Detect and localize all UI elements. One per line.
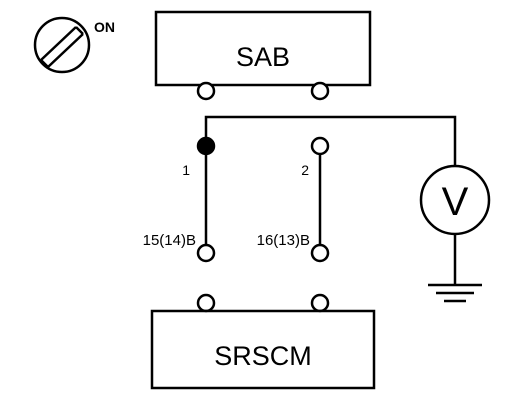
- sab-terminal-left: [196, 81, 216, 101]
- sab-terminal-right: [310, 81, 330, 101]
- pin-1-label: 1: [182, 162, 190, 178]
- srscm-box: [150, 309, 376, 390]
- wire-left-label: 15(14)B: [143, 232, 196, 249]
- srscm-terminal-left: [196, 293, 216, 313]
- pin-1-connector: [196, 136, 216, 156]
- pin-2-label: 2: [301, 162, 309, 178]
- srscm-label: SRSCM: [214, 341, 312, 371]
- voltmeter-lead-top: [204, 115, 457, 166]
- sab-label: SAB: [236, 42, 290, 72]
- sab-box: [154, 10, 372, 87]
- srscm-terminal-right: [310, 293, 330, 313]
- wire-right-label: 16(13)B: [257, 232, 310, 249]
- wire-right-terminal: [310, 243, 330, 263]
- pin-2-connector: [310, 136, 330, 156]
- voltmeter-label: V: [442, 180, 469, 224]
- ignition-switch-icon: [33, 16, 91, 74]
- ground-icon: [428, 283, 482, 303]
- ignition-on-label: ON: [94, 19, 115, 35]
- wire-left-terminal: [196, 243, 216, 263]
